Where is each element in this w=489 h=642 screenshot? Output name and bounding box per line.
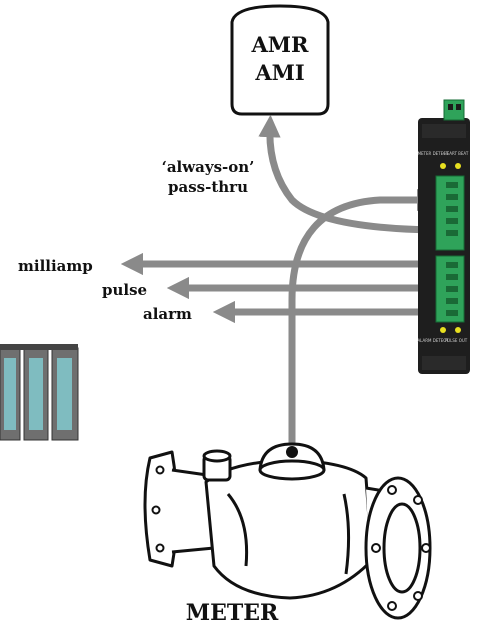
module-label-bottom-left: ALARM DETECT [417, 338, 449, 343]
led-heart-beat [455, 163, 461, 169]
head-end-line1: AMR [251, 32, 310, 57]
alarm-label: alarm [143, 305, 192, 323]
led-alarm-detect [440, 327, 446, 333]
meter-label: METER [186, 600, 279, 626]
water-meter-icon [143, 442, 432, 620]
amr-ami-head-end: AMR AMI [230, 4, 330, 116]
led-meter-detect [440, 163, 446, 169]
milliamp-label: milliamp [18, 257, 93, 275]
head-end-line2: AMI [254, 60, 304, 85]
passthru-label-line2: pass-thru [168, 178, 248, 196]
module-label-bottom-right: PULSE OUT [445, 338, 468, 343]
module-label-top-right: HEART BEAT [444, 151, 469, 156]
passthru-wire [258, 114, 438, 234]
signal-wires [120, 114, 440, 456]
terminal-block-upper [435, 175, 465, 251]
passthru-label-line1: ‘always-on’ [162, 158, 255, 176]
led-pulse-out [455, 327, 461, 333]
meter-input-wire [288, 188, 440, 456]
meter-sensor-dot [286, 446, 298, 458]
pulse-label: pulse [102, 281, 147, 299]
interface-module: METER DETECT HEART BEAT ALARM DETECT PUL… [417, 99, 470, 374]
module-label-top-left: METER DETECT [418, 151, 449, 156]
plc-rack-icon [0, 344, 79, 441]
